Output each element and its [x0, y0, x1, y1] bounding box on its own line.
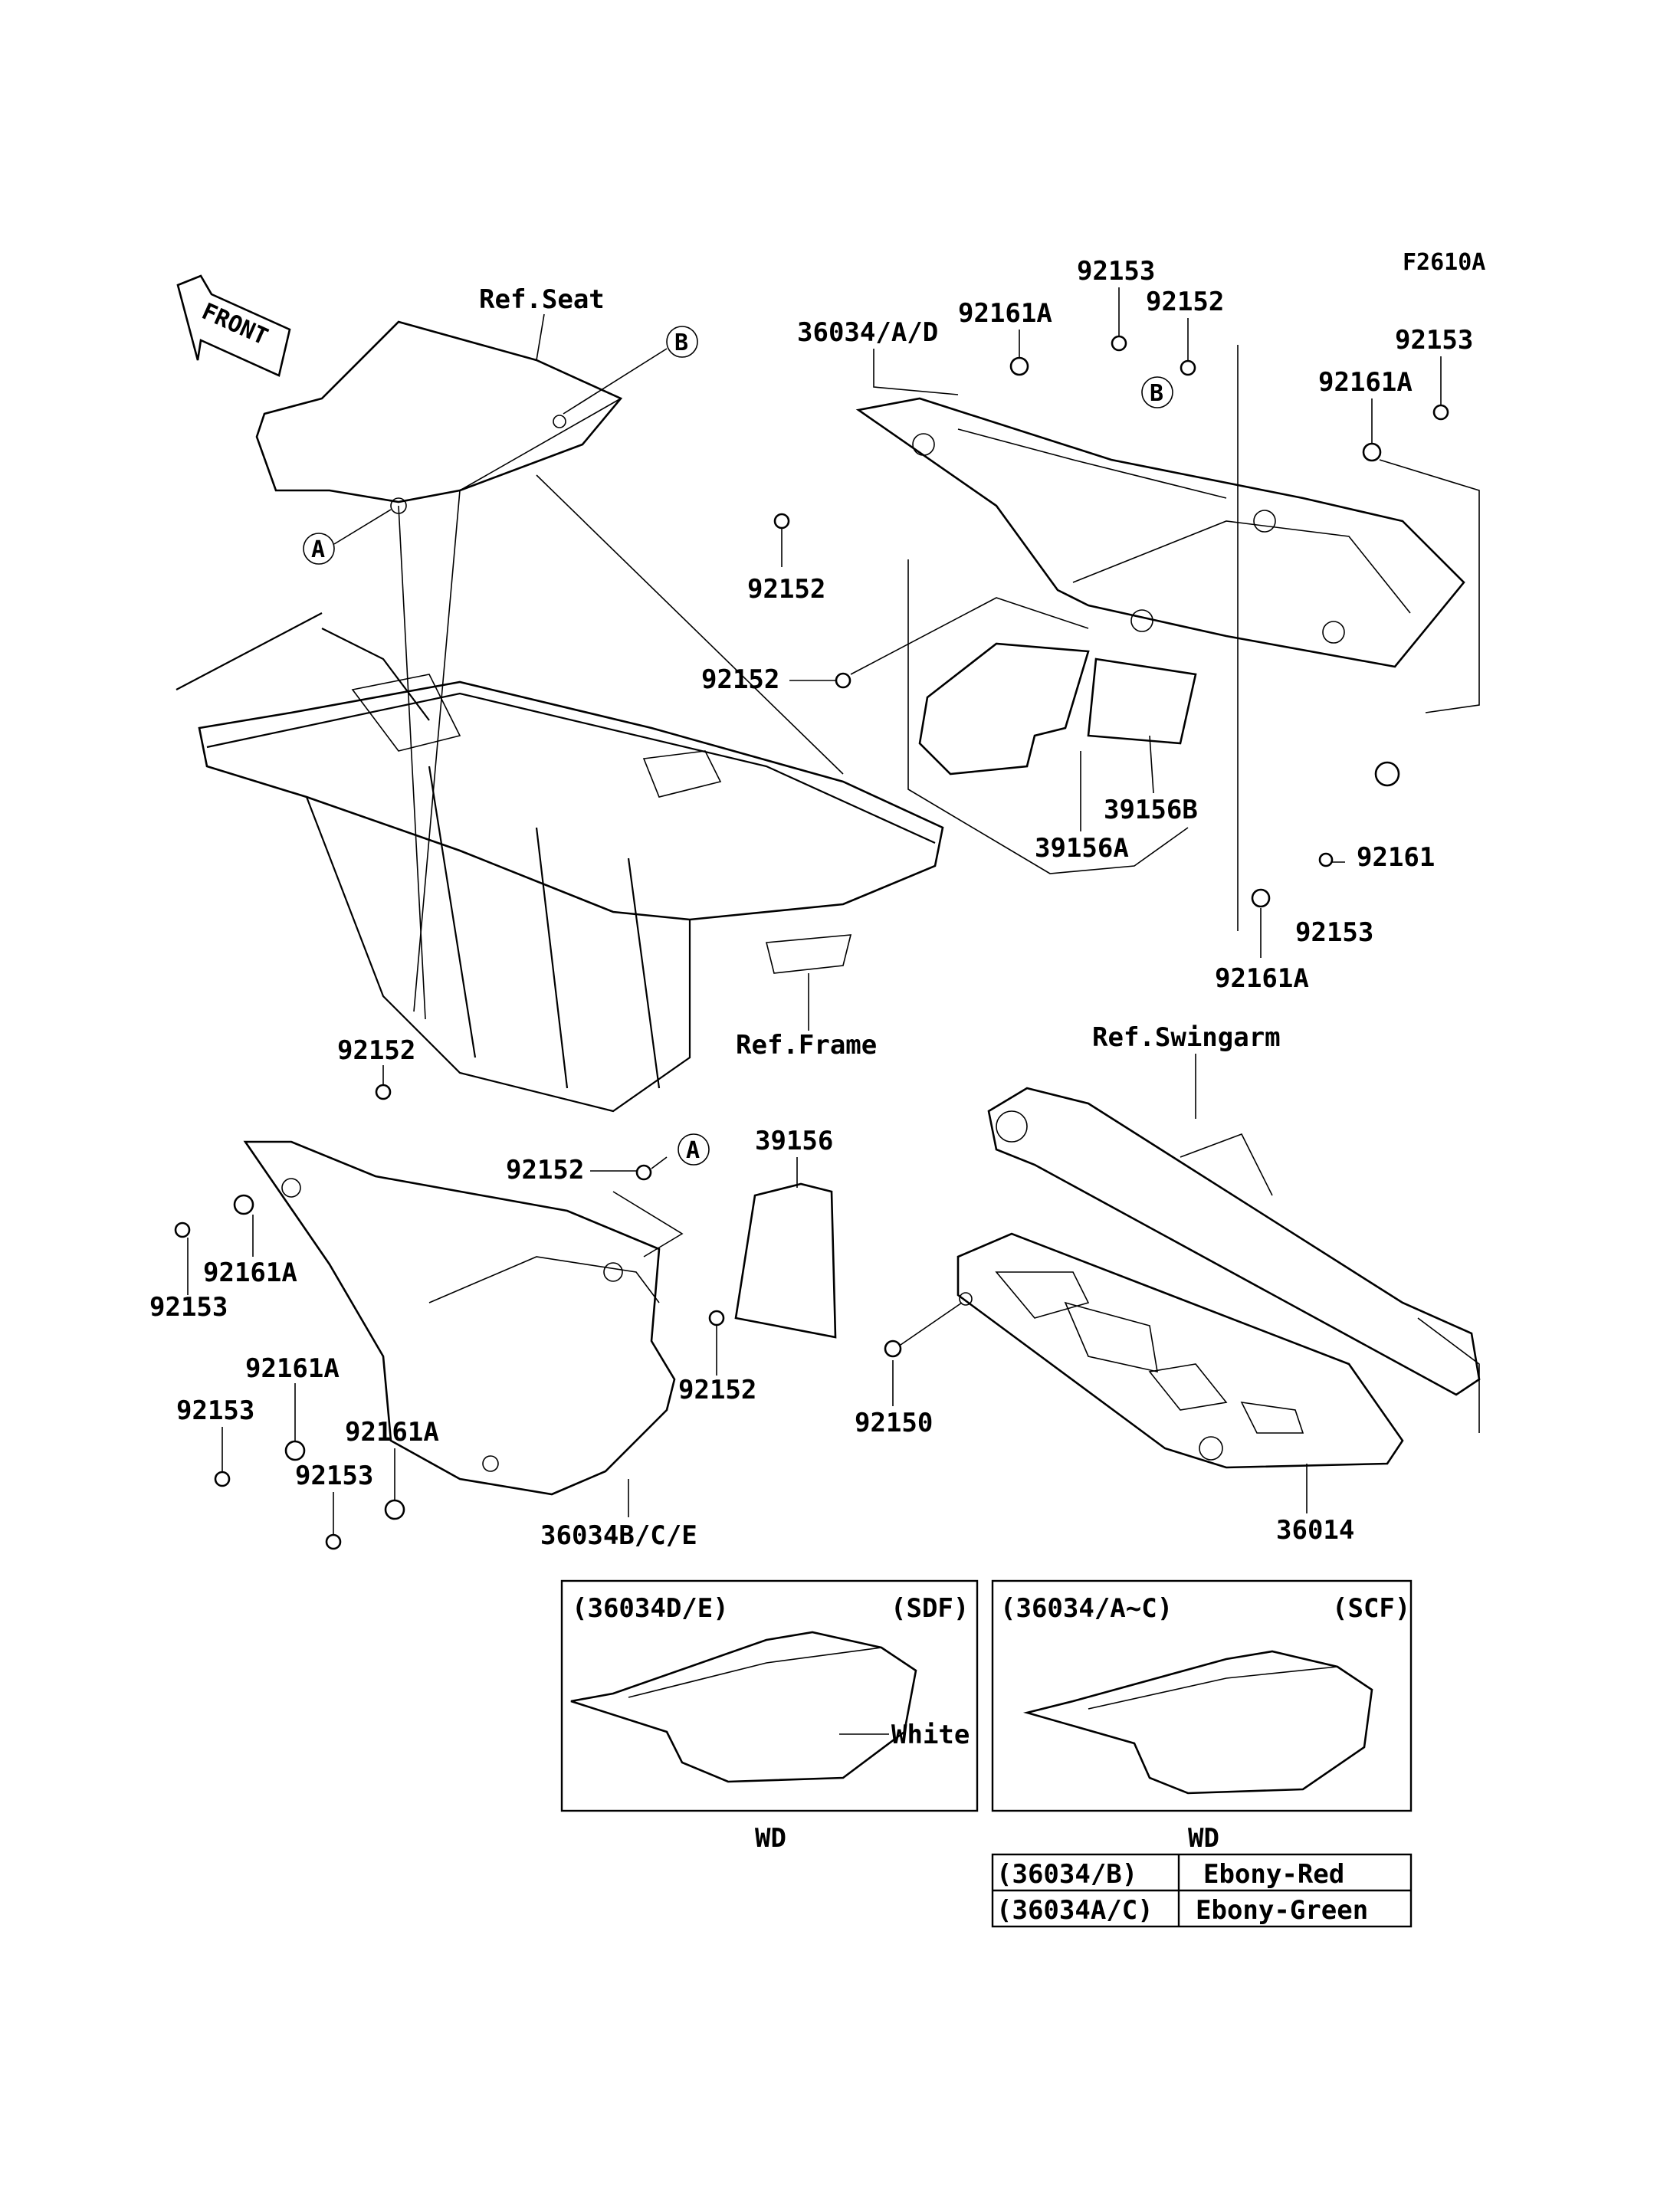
swingarm-reference: [987, 1087, 1481, 1433]
marker-b-right: B: [1141, 376, 1173, 408]
part-92153-top: 92153: [1077, 256, 1155, 287]
svg-text:B: B: [1150, 380, 1163, 407]
svg-text:A: A: [686, 1137, 700, 1164]
variant-box-scf: (36034/A~C) (SCF): [991, 1579, 1413, 1812]
part-92161a-lower: 92161A: [245, 1353, 340, 1384]
part-92161: 92161: [1357, 842, 1435, 873]
sticker-39156b: [1087, 657, 1197, 745]
seat-reference: [255, 320, 623, 514]
part-92152-a: 92152: [506, 1155, 584, 1185]
part-92161a-left: 92161A: [203, 1258, 297, 1288]
figure-code: F2610A: [1403, 249, 1485, 276]
part-92153-lower-right: 92153: [1295, 917, 1373, 948]
sticker-39156: [734, 1182, 837, 1339]
part-36034b-c-e: 36034B/C/E: [540, 1520, 697, 1551]
part-92150: 92150: [855, 1408, 933, 1438]
variant-color-note: White: [891, 1720, 970, 1750]
part-36014: 36014: [1276, 1515, 1354, 1546]
part-36034-a-d: 36034/A/D: [797, 317, 938, 348]
marker-b-seat: B: [666, 326, 698, 358]
part-92161a-lower-right: 92161A: [1215, 963, 1309, 994]
sticker-39156a: [918, 642, 1090, 776]
lower-left-side-cover: [243, 1140, 676, 1496]
variant-market: (SCF): [1332, 1593, 1410, 1624]
part-92161a-right: 92161A: [1318, 367, 1413, 398]
part-92153-bottom: 92153: [295, 1461, 373, 1491]
color-table: (36034/B) Ebony-Red (36034A/C) Ebony-Gre…: [991, 1853, 1413, 1928]
table-cell-color: Ebony-Red: [1203, 1859, 1344, 1890]
part-92152-lower-left: 92152: [337, 1035, 415, 1066]
frame-ref-label: Ref.Frame: [736, 1030, 877, 1061]
table-row: (36034/B): [996, 1859, 1137, 1890]
part-39156b: 39156B: [1104, 795, 1198, 825]
part-92153-right: 92153: [1395, 325, 1473, 356]
swingarm-ref-label: Ref.Swingarm: [1092, 1022, 1281, 1053]
part-92152-mid: 92152: [747, 574, 825, 605]
table-row: (36034A/C): [996, 1895, 1153, 1926]
part-92152-top: 92152: [1146, 287, 1224, 317]
part-92153-left: 92153: [149, 1292, 228, 1323]
variant-models: (36034/A~C): [1000, 1593, 1173, 1624]
part-92161a-bottom: 92161A: [345, 1417, 439, 1448]
marker-a-seat: A: [303, 533, 335, 565]
variant-caption-scf: WD: [1188, 1823, 1219, 1854]
svg-text:A: A: [311, 536, 325, 563]
part-39156: 39156: [755, 1126, 833, 1156]
upper-right-side-cover: [855, 397, 1465, 668]
svg-text:B: B: [674, 330, 688, 356]
variant-market: (SDF): [891, 1593, 969, 1624]
table-cell-color: Ebony-Green: [1196, 1895, 1368, 1926]
front-arrow-icon: FRONT: [176, 274, 291, 377]
variant-box-sdf: (36034D/E) (SDF) White: [560, 1579, 979, 1812]
frame-reference: [176, 612, 944, 1113]
seat-ref-label: Ref.Seat: [479, 284, 605, 315]
part-92161a-top: 92161A: [958, 298, 1052, 329]
part-92152-sticker: 92152: [678, 1375, 756, 1405]
chain-guard-36014: [956, 1232, 1404, 1469]
part-92152-frame: 92152: [701, 664, 779, 695]
part-39156a: 39156A: [1035, 833, 1129, 864]
variant-models: (36034D/E): [572, 1593, 729, 1624]
part-92153-lower: 92153: [176, 1395, 254, 1426]
variant-caption-sdf: WD: [755, 1823, 786, 1854]
marker-a-lower: A: [678, 1133, 710, 1166]
